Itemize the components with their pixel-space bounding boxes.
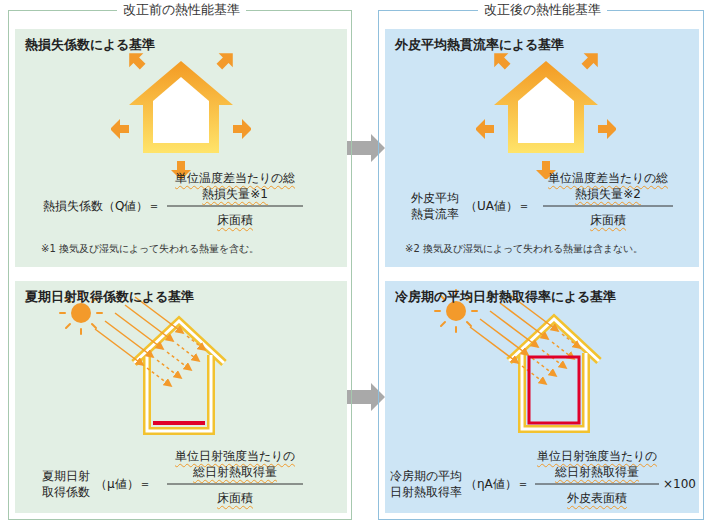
denominator: 外皮表面積 [535,490,659,506]
panel-heading: 夏期日射取得係数による基準 [25,289,194,305]
formula-label: （UA値）＝ [465,198,530,214]
fraction-bar [167,484,303,485]
transition-arrow [347,134,385,162]
footnote: ※1 換気及び湿気によって失われる熱量を含む。 [41,241,259,257]
panel-heading: 外皮平均熱貫流率による基準 [395,37,564,53]
formula-label: 外皮平均 熱貫流率 [407,190,463,222]
numerator: 単位温度差当たりの総熱損失量※2 [546,170,670,202]
floor-line [153,421,205,425]
fraction-bar [167,206,303,207]
criterion-panel: 熱損失係数による基準熱損失係数（Q値）＝ 単位温度差当たりの総熱損失量※1 床面積 ※… [15,29,347,267]
heat-gain-area [529,357,579,423]
criterion-panel: 夏期日射取得係数による基準夏期日射 取得係数（μ値）＝ 単位日射強度当たりの総日射… [15,281,347,513]
formula-label: （ηA値）＝ [465,476,529,492]
numerator: 単位日射強度当たりの総日射熱取得量 [173,448,297,480]
section-frame: 改正前の熱性能基準熱損失係数による基準熱損失係数（Q値）＝単位温度差当たりの総熱… [8,10,352,520]
criterion-panel: 外皮平均熱貫流率による基準外皮平均 熱貫流率（UA値）＝ 単位温度差当たりの総熱損… [385,29,699,267]
heat-loss-house-figure [110,46,252,180]
heat-loss-house-figure [435,290,599,429]
numerator: 単位日射強度当たりの総日射熱取得量 [535,448,659,480]
footnote: ※2 換気及び湿気によって失われる熱量は含まない。 [405,241,643,257]
denominator: 床面積 [173,212,297,228]
section-title: 改正前の熱性能基準 [117,2,246,18]
envelope-outline [529,357,579,423]
panel-heading: 熱損失係数による基準 [25,37,155,53]
formula-label: 冷房期の平均 日射熱取得率 [387,468,465,500]
transition-arrow [347,383,385,411]
formula-label: （μ値）＝ [95,476,151,492]
fraction-bar [535,484,659,485]
panel-heading: 冷房期の平均日射熱取得率による基準 [395,289,616,305]
illustration [15,29,347,267]
formula-label: 夏期日射 取得係数 [39,468,93,500]
section-title: 改正後の熱性能基準 [478,2,607,18]
fraction-bar [543,206,673,207]
formula-label: 熱損失係数（Q値）＝ [43,198,160,214]
numerator: 単位温度差当たりの総熱損失量※1 [173,170,297,202]
denominator: 床面積 [173,490,297,506]
heat-loss-house-figure [60,292,224,431]
criterion-panel: 冷房期の平均日射熱取得率による基準冷房期の平均 日射熱取得率（ηA値）＝ 単位日射… [385,281,699,513]
heat-loss-house-figure [475,46,617,180]
multiplier: ×100 [663,476,696,492]
illustration [385,29,699,267]
heat-gain-area [153,423,205,424]
denominator: 床面積 [546,212,670,228]
section-frame: 改正後の熱性能基準外皮平均熱貫流率による基準外皮平均 熱貫流率（UA値）＝単位温… [378,10,704,520]
